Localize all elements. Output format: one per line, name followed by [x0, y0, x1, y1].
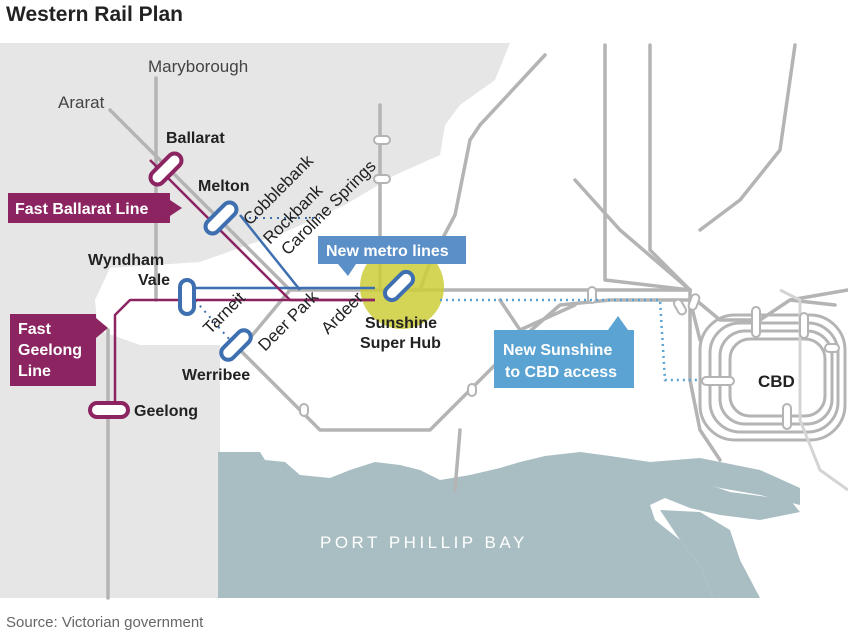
source-credit: Source: Victorian government	[6, 614, 204, 631]
label-sunshine-line2: Super Hub	[360, 335, 441, 352]
port-phillip-bay	[218, 452, 800, 598]
page-title: Western Rail Plan	[6, 3, 184, 26]
grey-stations	[299, 135, 840, 430]
callout-new-metro: New metro lines	[318, 236, 466, 276]
sunshine-cbd-dotted	[440, 298, 700, 382]
cbd-outer-curve	[779, 288, 848, 492]
label-ballarat: Ballarat	[166, 130, 225, 147]
metro-stations	[178, 200, 416, 362]
fast-stations	[88, 151, 184, 419]
label-wyndham-vale-line1: Wyndham	[88, 252, 164, 269]
callout-fast-ballarat-text: Fast Ballarat Line	[15, 201, 148, 218]
callout-new-metro-text: New metro lines	[326, 243, 449, 260]
grey-land-north-west	[0, 43, 510, 300]
yarra-river	[650, 458, 800, 505]
bay-east-shore	[660, 510, 760, 598]
callout-fast-geelong-line3: Line	[18, 363, 51, 380]
new-metro-lines	[186, 214, 375, 291]
label-maryborough: Maryborough	[148, 57, 248, 76]
label-werribee: Werribee	[182, 367, 250, 384]
label-sunshine-line1: Sunshine	[365, 315, 437, 332]
label-geelong: Geelong	[134, 403, 198, 420]
callout-fast-ballarat: Fast Ballarat Line	[8, 193, 182, 223]
new-metro-dotted-lines	[185, 217, 320, 341]
callout-fast-geelong-line2: Geelong	[18, 342, 82, 359]
callout-new-sunshine: New Sunshine to CBD access	[494, 316, 634, 388]
label-wyndham-vale-line2: Vale	[138, 272, 170, 289]
label-port-phillip-bay: PORT PHILLIP BAY	[320, 533, 528, 552]
callout-new-sunshine-line1: New Sunshine	[503, 342, 612, 359]
label-melton: Melton	[198, 178, 250, 195]
callout-new-sunshine-line2: to CBD access	[505, 364, 617, 381]
label-cbd: CBD	[758, 372, 795, 391]
label-ararat: Ararat	[58, 93, 105, 112]
callout-fast-geelong: Fast Geelong Line	[10, 314, 108, 386]
callout-fast-geelong-line1: Fast	[18, 321, 52, 338]
